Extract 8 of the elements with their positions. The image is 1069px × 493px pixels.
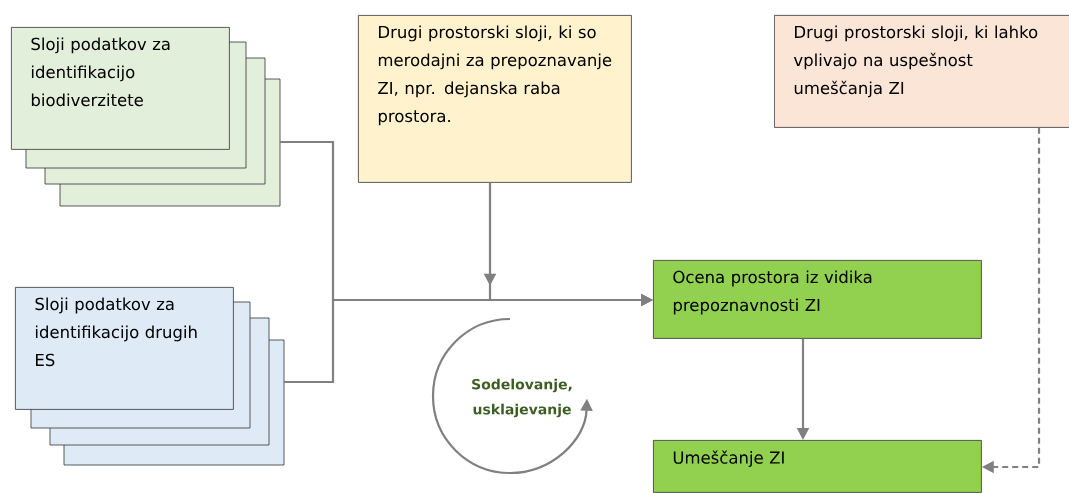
node-label: Sloji podatkov za bbox=[35, 297, 174, 314]
stacked-box: Sloji podatkov za identifikacijo biodiverzitete bbox=[11, 27, 281, 207]
process-box: Ocena prostora iz vidika prepoznavnosti ZI bbox=[653, 260, 982, 339]
process-box: Umeščanje ZI bbox=[653, 440, 982, 493]
stacked-box: Sloji podatkov za identifikacijo drugih ES bbox=[15, 287, 285, 466]
cycle-label: Sodelovanje, usklajevanje bbox=[472, 378, 572, 418]
process-box: Drugi prostorski sloji, ki so merodajni za prepoznavanje ZI, npr. dejanska raba prostora. bbox=[358, 15, 632, 183]
process-box: Drugi prostorski sloji, ki lahko vplivajo na uspešnost umeščanja ZI bbox=[774, 15, 1069, 128]
